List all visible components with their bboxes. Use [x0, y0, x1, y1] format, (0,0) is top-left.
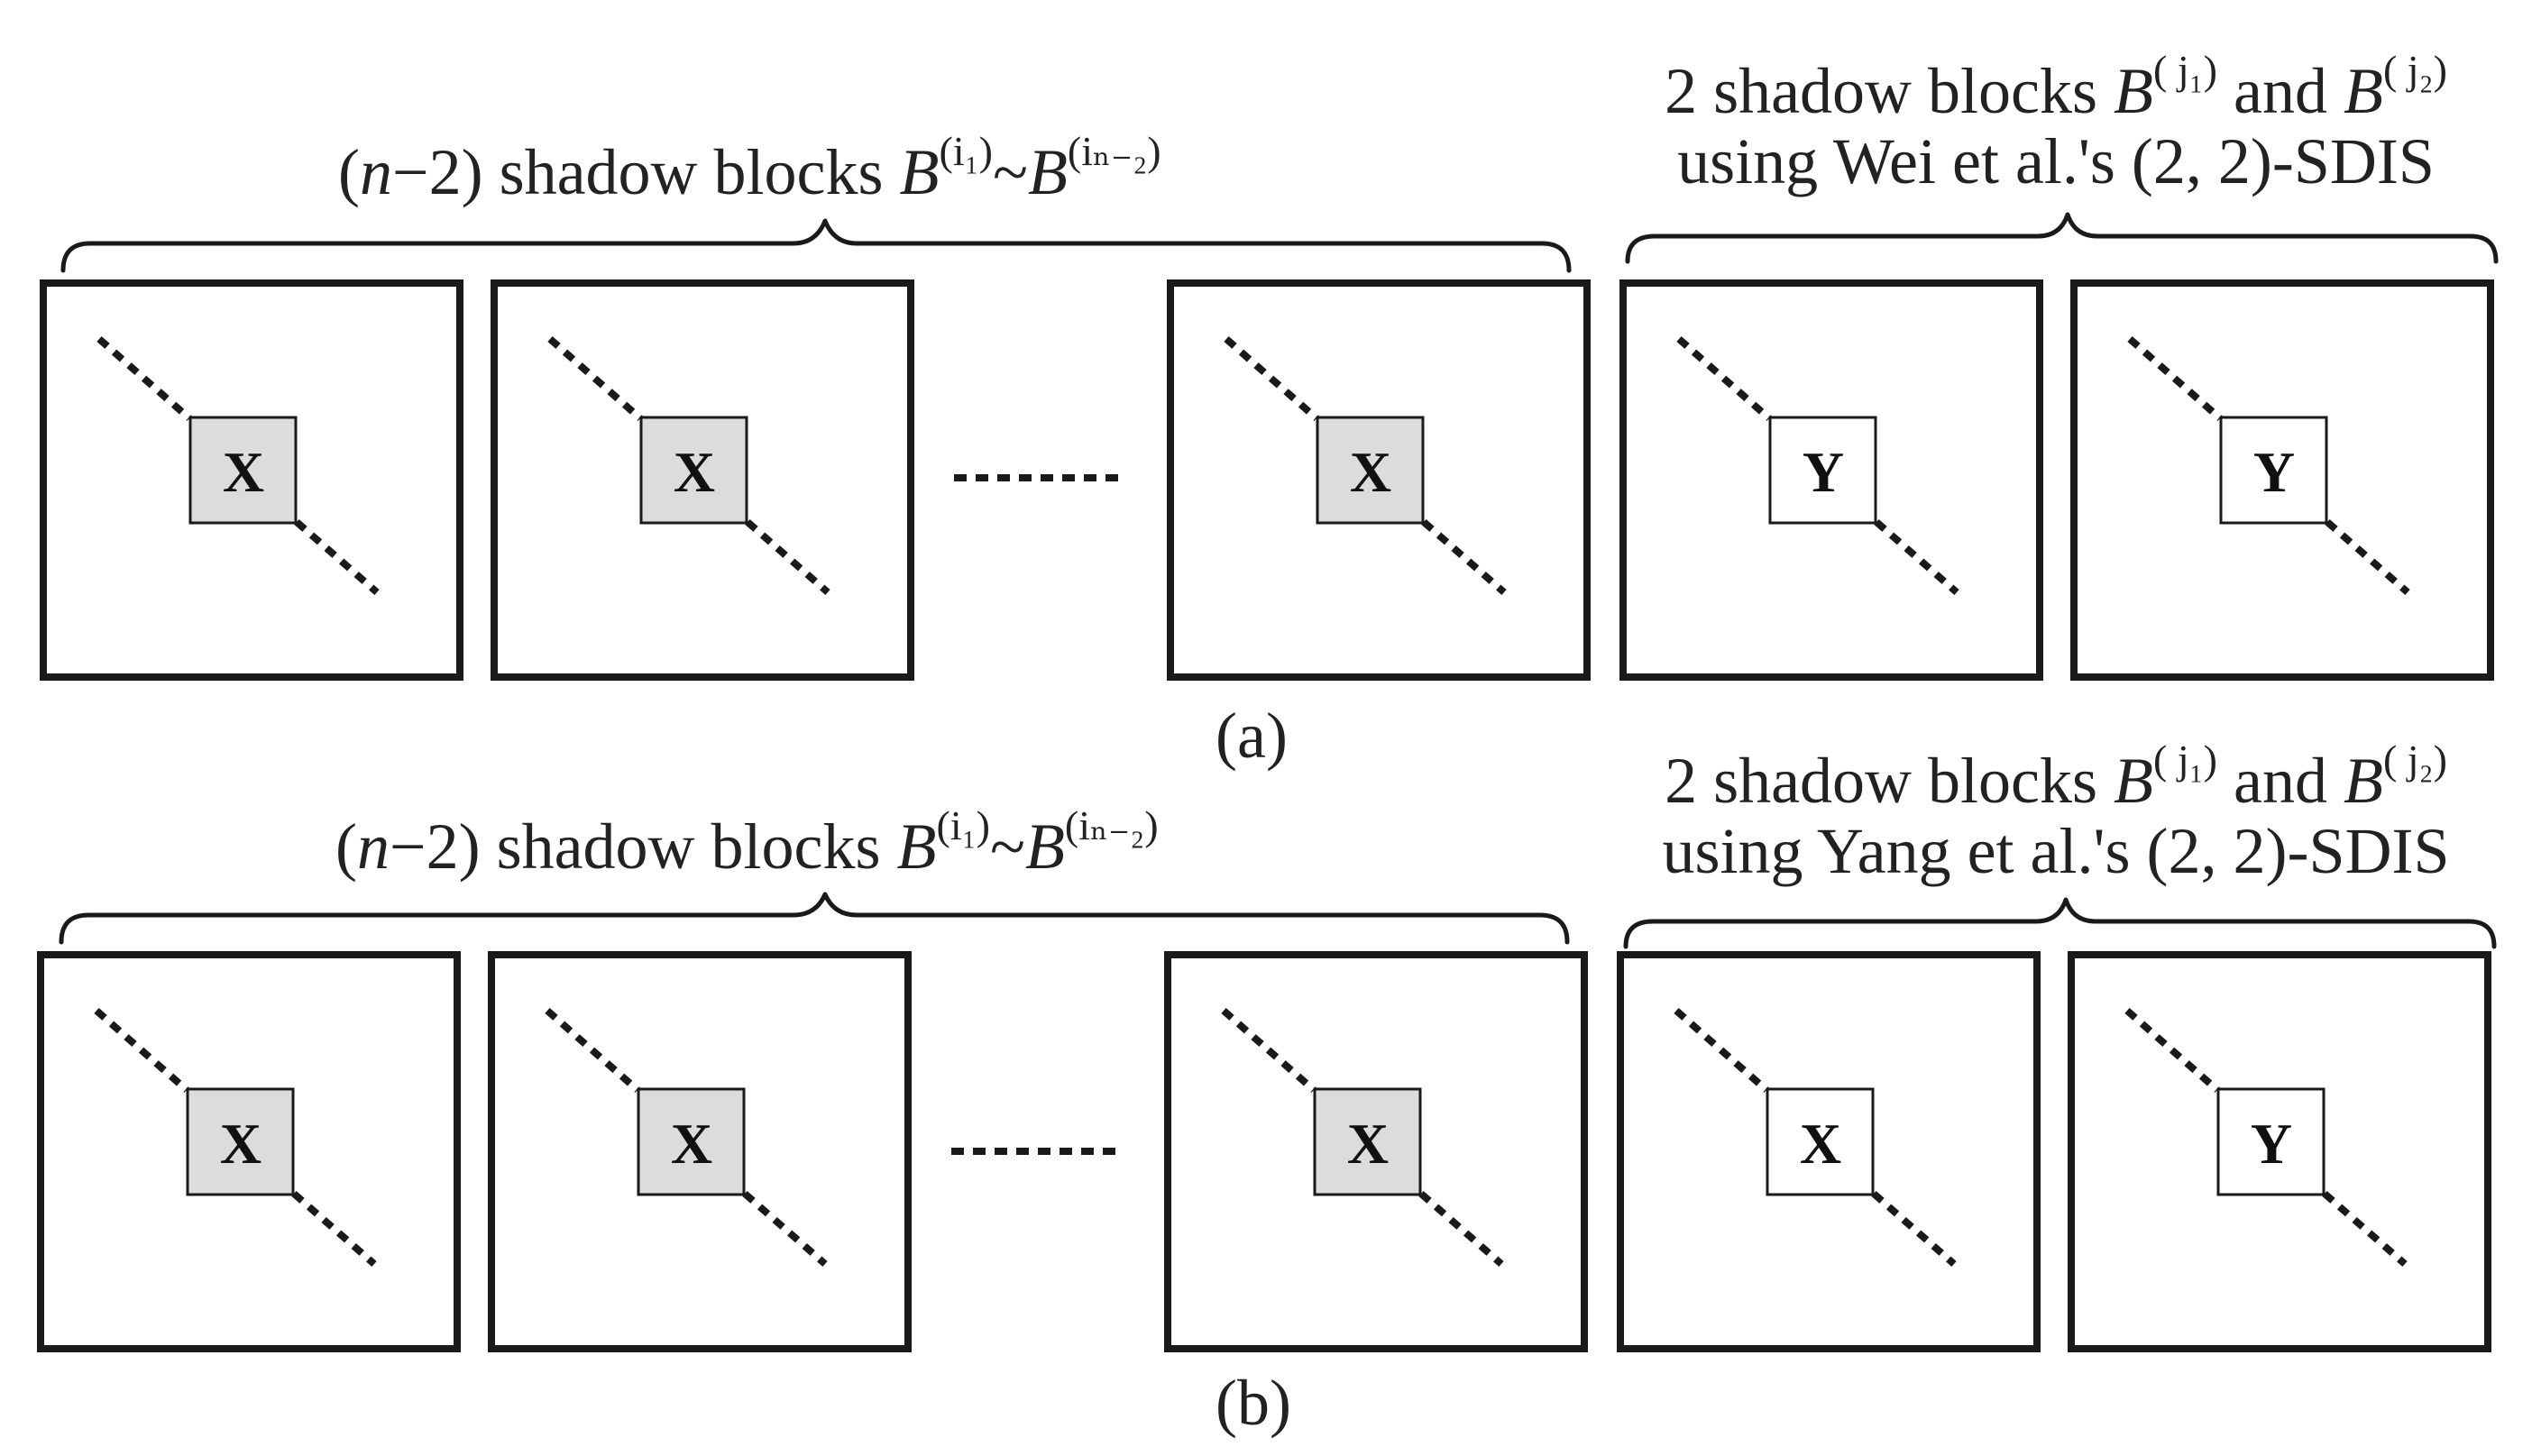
row-b-block-1-cell [186, 1087, 295, 1196]
row-a-block-1: X [40, 279, 463, 681]
row-a-left-brace [60, 218, 1572, 273]
row-a-right-label-line1: 2 shadow blocks B( j₁) and B( j₂) [1665, 47, 2447, 127]
row-a-block-2: X [491, 279, 914, 681]
row-a-block-3-letter: X [1350, 440, 1391, 504]
row-a-block-2-letter: X [674, 440, 715, 504]
row-a-right-label-line2: using Wei et al.'s (2, 2)-SDIS [1677, 125, 2435, 197]
row-b-block-1: X [37, 951, 461, 1352]
row-b-block-3: X [1164, 951, 1588, 1352]
row-b-block-1-letter: X [220, 1112, 261, 1176]
row-b-left-label: (n−2) shadow blocks B(i₁)~B(iₙ₋₂) [335, 802, 1159, 883]
row-b-block-3-cell [1313, 1087, 1422, 1196]
row-b-block-3-letter: X [1347, 1112, 1389, 1176]
row-b-block-4-letter: X [1800, 1112, 1841, 1176]
row-a-block-3-cell [1316, 416, 1425, 525]
row-a: (n−2) shadow blocks B(i₁)~B(iₙ₋₂) 2 shad… [40, 47, 2499, 772]
row-a-block-2-cell [639, 416, 748, 525]
row-b-block-2: X [488, 951, 912, 1352]
row-a-block-5-cell [2219, 416, 2328, 525]
row-b-block-2-cell [637, 1087, 746, 1196]
row-b-block-2-letter: X [671, 1112, 712, 1176]
row-a-block-3: X [1167, 279, 1591, 681]
row-b-block-5: Y [2068, 951, 2491, 1352]
row-b-block-4-cell [1766, 1087, 1875, 1196]
row-b-right-brace [1623, 897, 2497, 949]
row-b: (n−2) shadow blocks B(i₁)~B(iₙ₋₂) 2 shad… [37, 737, 2497, 1439]
row-b-block-5-letter: Y [2251, 1112, 2292, 1176]
row-a-block-5-letter: Y [2253, 440, 2295, 504]
row-b-caption: (b) [1216, 1367, 1291, 1439]
row-a-block-4-letter: Y [1803, 440, 1844, 504]
row-b-block-4: X [1617, 951, 2041, 1352]
row-a-block-4-cell [1768, 416, 1877, 525]
row-a-right-brace [1625, 212, 2499, 264]
row-a-block-1-cell [188, 416, 298, 525]
row-a-block-1-letter: X [223, 440, 264, 504]
row-a-block-5: Y [2070, 279, 2494, 681]
row-b-right-label-line2: using Yang et al.'s (2, 2)-SDIS [1663, 815, 2450, 887]
row-a-block-4: Y [1619, 279, 2043, 681]
row-a-left-label: (n−2) shadow blocks B(i₁)~B(iₙ₋₂) [338, 128, 1161, 208]
row-a-caption: (a) [1216, 700, 1288, 772]
row-b-right-label-line1: 2 shadow blocks B( j₁) and B( j₂) [1665, 737, 2447, 817]
row-b-left-brace [59, 892, 1570, 945]
row-b-block-5-cell [2216, 1087, 2326, 1196]
